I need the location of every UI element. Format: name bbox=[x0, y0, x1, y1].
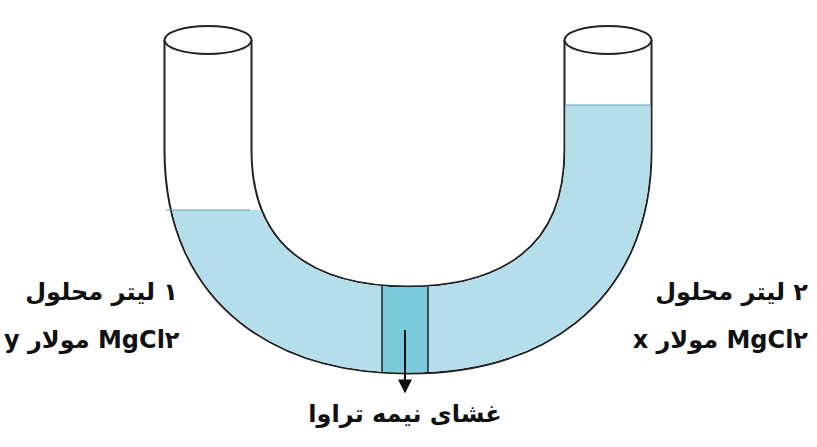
liquid-surface bbox=[566, 105, 650, 106]
leader-arrow bbox=[404, 330, 406, 392]
concentration-label: y مولار MgCl۲ bbox=[4, 326, 180, 355]
volume-label: ۲ لیتر محلول bbox=[655, 278, 808, 307]
concentration-label: x مولار MgCl۲ bbox=[633, 326, 808, 355]
liquid-surface bbox=[166, 210, 250, 211]
membrane-label: غشای نیمه تراوا bbox=[308, 400, 501, 429]
tube-opening bbox=[565, 26, 652, 54]
tube-opening bbox=[165, 26, 252, 54]
volume-label: ۱ لیتر محلول bbox=[25, 278, 178, 307]
